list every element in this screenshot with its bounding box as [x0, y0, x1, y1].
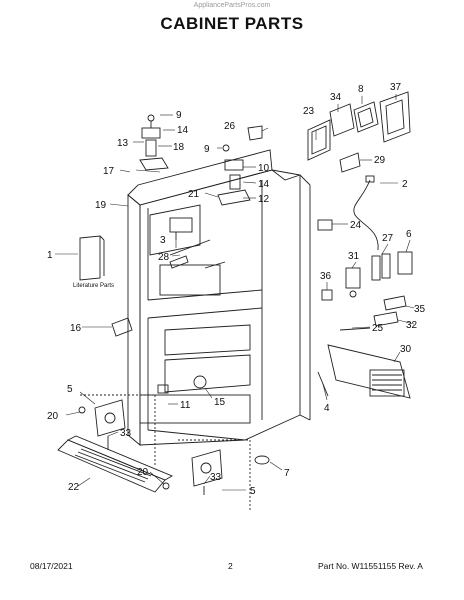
- callout-8: 8: [358, 84, 364, 95]
- callout-20b: 20: [137, 467, 149, 478]
- watermark: AppliancePartsPros.com: [193, 2, 271, 9]
- callout-10: 10: [258, 163, 270, 174]
- part-15: [193, 375, 207, 389]
- leader-lines: [55, 94, 415, 491]
- callout-32: 32: [406, 320, 418, 331]
- cabinet-outline: [127, 149, 311, 446]
- part-24: [317, 219, 333, 231]
- callout-30: 30: [400, 344, 412, 355]
- callout-24: 24: [350, 220, 362, 231]
- callout-36: 36: [320, 271, 332, 282]
- part-37: [379, 91, 411, 143]
- part-34: [329, 103, 355, 137]
- footer-part-number: Part No. W11551155 Rev. A: [318, 561, 423, 571]
- callout-25: 25: [372, 323, 384, 334]
- callout-9: 9: [176, 110, 182, 121]
- part-28: [169, 255, 189, 269]
- callout-16: 16: [70, 323, 82, 334]
- footer-page-number: 2: [228, 561, 233, 571]
- callout-26: 26: [224, 121, 236, 132]
- callout-15: 15: [214, 397, 226, 408]
- callout-3: 3: [160, 235, 166, 246]
- toe-grille: [57, 435, 174, 493]
- part-27: [371, 253, 391, 281]
- callout-31: 31: [348, 251, 360, 262]
- callout-29: 29: [374, 155, 386, 166]
- callout-28: 28: [158, 252, 170, 263]
- callout-14: 14: [177, 125, 189, 136]
- callout-35: 35: [414, 304, 426, 315]
- part-36: [321, 289, 333, 301]
- callout-9b: 9: [204, 144, 210, 155]
- footer-date: 08/17/2021: [30, 561, 73, 571]
- callout-27: 27: [382, 233, 394, 244]
- callout-5b: 5: [250, 486, 256, 497]
- part-29: [339, 152, 361, 173]
- part-31: [345, 267, 361, 298]
- part-23: [307, 119, 331, 161]
- callout-2: 2: [402, 179, 408, 190]
- callout-17: 17: [103, 166, 115, 177]
- callout-33b: 33: [210, 472, 222, 483]
- callout-5: 5: [67, 384, 73, 395]
- callout-20: 20: [47, 411, 59, 422]
- page-title: CABINET PARTS: [160, 14, 304, 33]
- top-hinge-left: [139, 114, 169, 171]
- callout-23: 23: [303, 106, 315, 117]
- callout-11: 11: [180, 400, 191, 411]
- hinge-pin-26: [247, 125, 263, 141]
- part-7: [254, 455, 270, 465]
- top-hinge-right: [217, 144, 251, 206]
- lower-hinge-left: [78, 394, 156, 465]
- part-35: [383, 295, 407, 311]
- part-8: [353, 101, 379, 133]
- callout-34: 34: [330, 92, 342, 103]
- literature-label: Literature Parts: [73, 283, 114, 289]
- part-32: [373, 311, 399, 327]
- callout-7: 7: [284, 468, 290, 479]
- literature-parts: [79, 235, 105, 281]
- callout-13: 13: [117, 138, 129, 149]
- part-30: [327, 344, 411, 399]
- part-6: [397, 251, 413, 275]
- callout-19: 19: [95, 200, 107, 211]
- callout-14b: 14: [258, 179, 270, 190]
- part-16: [111, 317, 133, 337]
- callout-1: 1: [47, 250, 53, 261]
- callout-22: 22: [68, 482, 80, 493]
- callout-6: 6: [406, 229, 412, 240]
- part-2: [353, 175, 379, 251]
- callout-21: 21: [188, 189, 200, 200]
- part-11: [157, 384, 169, 394]
- callout-18: 18: [173, 142, 185, 153]
- part-3: [169, 217, 193, 240]
- lower-hinge-right: [162, 439, 251, 510]
- callout-33: 33: [120, 428, 132, 439]
- callouts: 9 13 14 18 17 19 9 10 14 21 12 26 1 Lite…: [47, 82, 426, 497]
- callout-12: 12: [258, 194, 270, 205]
- callout-4: 4: [324, 403, 330, 414]
- part-25: [339, 327, 371, 331]
- callout-37: 37: [390, 82, 402, 93]
